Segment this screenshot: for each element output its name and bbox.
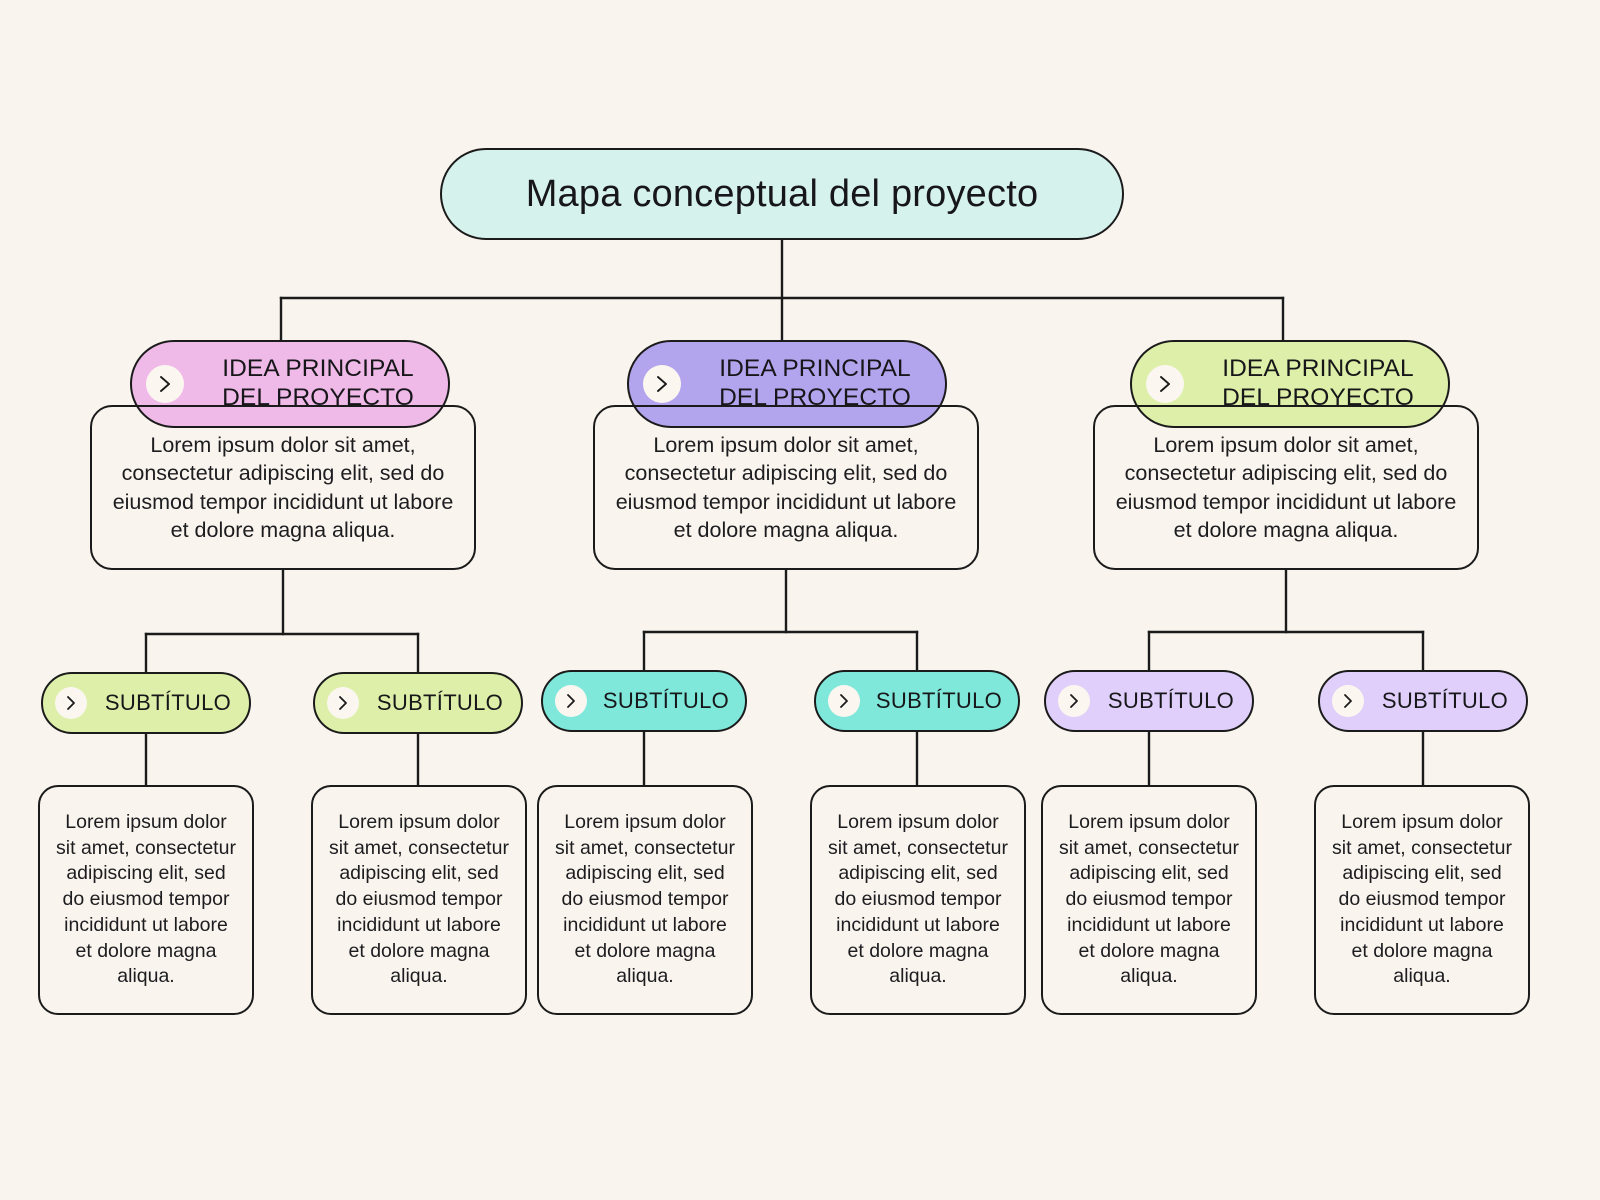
subtitle-label: SUBTÍTULO — [602, 688, 730, 713]
chevron-right-icon — [828, 685, 860, 717]
chevron-right-icon — [327, 687, 359, 719]
subtitle-node-5[interactable]: SUBTÍTULO — [1044, 670, 1254, 732]
main-idea-description-1: Lorem ipsum dolor sit amet, consectetur … — [90, 405, 476, 570]
description-text: Lorem ipsum dolor sit amet, consectetur … — [828, 810, 1008, 988]
main-idea-description-2: Lorem ipsum dolor sit amet, consectetur … — [593, 405, 979, 570]
subtitle-description-3: Lorem ipsum dolor sit amet, consectetur … — [537, 785, 753, 1015]
subtitle-label: SUBTÍTULO — [376, 690, 504, 715]
map-title-node[interactable]: Mapa conceptual del proyecto — [440, 148, 1124, 240]
subtitle-label: SUBTÍTULO — [1381, 688, 1509, 713]
description-text: Lorem ipsum dolor sit amet, consectetur … — [112, 432, 454, 542]
page-title: Mapa conceptual del proyecto — [525, 172, 1039, 215]
description-text: Lorem ipsum dolor sit amet, consectetur … — [615, 432, 957, 542]
subtitle-description-4: Lorem ipsum dolor sit amet, consectetur … — [810, 785, 1026, 1015]
subtitle-node-6[interactable]: SUBTÍTULO — [1318, 670, 1528, 732]
chevron-right-icon — [555, 685, 587, 717]
chevron-right-icon — [1332, 685, 1364, 717]
subtitle-description-2: Lorem ipsum dolor sit amet, consectetur … — [311, 785, 527, 1015]
subtitle-node-2[interactable]: SUBTÍTULO — [313, 672, 523, 734]
description-text: Lorem ipsum dolor sit amet, consectetur … — [555, 810, 735, 988]
subtitle-label: SUBTÍTULO — [104, 690, 232, 715]
chevron-right-icon — [146, 365, 184, 403]
description-text: Lorem ipsum dolor sit amet, consectetur … — [1332, 810, 1512, 988]
chevron-right-icon — [55, 687, 87, 719]
subtitle-description-6: Lorem ipsum dolor sit amet, consectetur … — [1314, 785, 1530, 1015]
subtitle-label: SUBTÍTULO — [1107, 688, 1235, 713]
description-text: Lorem ipsum dolor sit amet, consectetur … — [1115, 432, 1457, 542]
subtitle-description-5: Lorem ipsum dolor sit amet, consectetur … — [1041, 785, 1257, 1015]
description-text: Lorem ipsum dolor sit amet, consectetur … — [1059, 810, 1239, 988]
description-text: Lorem ipsum dolor sit amet, consectetur … — [56, 810, 236, 988]
subtitle-node-4[interactable]: SUBTÍTULO — [814, 670, 1020, 732]
subtitle-node-3[interactable]: SUBTÍTULO — [541, 670, 747, 732]
description-text: Lorem ipsum dolor sit amet, consectetur … — [329, 810, 509, 988]
chevron-right-icon — [1058, 685, 1090, 717]
main-idea-description-3: Lorem ipsum dolor sit amet, consectetur … — [1093, 405, 1479, 570]
subtitle-node-1[interactable]: SUBTÍTULO — [41, 672, 251, 734]
chevron-right-icon — [1146, 365, 1184, 403]
chevron-right-icon — [643, 365, 681, 403]
subtitle-label: SUBTÍTULO — [875, 688, 1003, 713]
subtitle-description-1: Lorem ipsum dolor sit amet, consectetur … — [38, 785, 254, 1015]
